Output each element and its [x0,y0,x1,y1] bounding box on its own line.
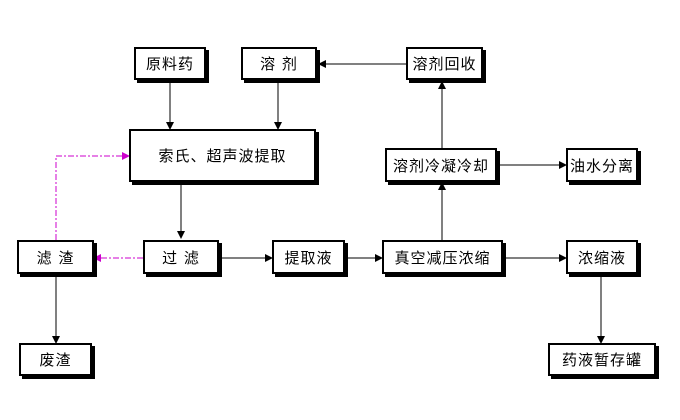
node-solvent-cooling-label: 溶剂冷凝冷却 [392,156,489,175]
node-raw-herb: 原料药 [134,47,206,80]
node-raw-herb-label: 原料药 [145,55,194,73]
node-extract-liquid: 提取液 [272,240,345,274]
node-extraction-label: 索氏、超声波提取 [158,147,287,165]
node-solvent-label: 溶 剂 [260,55,298,73]
node-filter-residue: 滤 渣 [17,240,94,274]
node-filtration-label: 过 滤 [162,248,200,267]
node-extraction: 索氏、超声波提取 [129,129,316,182]
node-waste-residue: 废渣 [19,343,92,376]
node-filtration: 过 滤 [143,240,219,274]
node-concentrate: 浓缩液 [566,240,638,274]
node-vacuum-concentration-label: 真空减压浓缩 [394,248,491,267]
node-oil-water-separation-label: 油水分离 [569,156,634,175]
node-storage-tank: 药液暂存罐 [548,343,656,376]
node-vacuum-concentration: 真空减压浓缩 [382,240,503,274]
node-solvent-recovery-label: 溶剂回收 [412,55,477,73]
node-storage-tank-label: 药液暂存罐 [561,351,642,369]
node-oil-water-separation: 油水分离 [566,148,638,182]
node-extract-liquid-label: 提取液 [284,248,333,267]
node-solvent-cooling: 溶剂冷凝冷却 [385,148,497,182]
node-solvent-recovery: 溶剂回收 [406,47,483,80]
node-waste-residue-label: 废渣 [39,351,72,369]
node-filter-residue-label: 滤 渣 [36,248,75,267]
node-solvent: 溶 剂 [241,47,317,80]
recycle-arrow-residue-to-extraction [55,152,130,240]
node-concentrate-label: 浓缩液 [577,248,626,267]
